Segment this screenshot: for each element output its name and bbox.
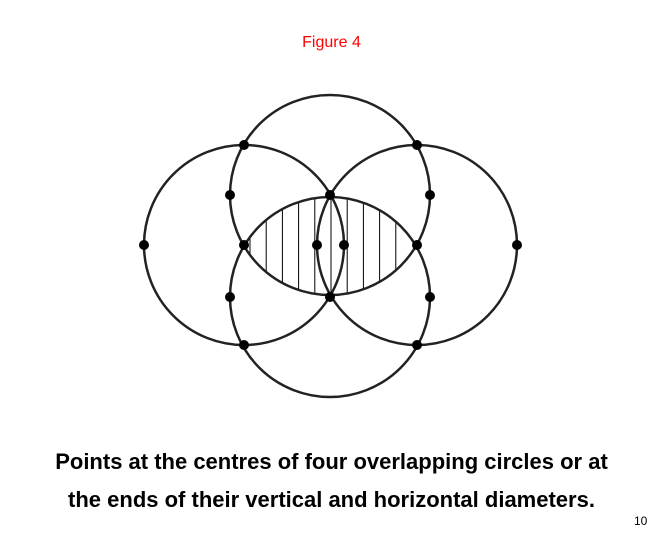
point-dot bbox=[139, 240, 149, 250]
circles-diagram bbox=[139, 93, 522, 399]
page-number: 10 bbox=[634, 514, 648, 528]
point-dot bbox=[412, 140, 422, 150]
caption-line-1: Points at the centres of four overlappin… bbox=[55, 449, 608, 474]
point-dot bbox=[325, 292, 335, 302]
point-dot bbox=[239, 340, 249, 350]
point-dot bbox=[325, 190, 335, 200]
point-dot bbox=[412, 340, 422, 350]
point-dot bbox=[239, 240, 249, 250]
point-dot bbox=[412, 240, 422, 250]
point-dot bbox=[425, 190, 435, 200]
point-dot bbox=[512, 240, 522, 250]
point-dot bbox=[339, 240, 349, 250]
point-dot bbox=[225, 292, 235, 302]
point-dot bbox=[239, 140, 249, 150]
point-dot bbox=[225, 190, 235, 200]
figure-title: Figure 4 bbox=[302, 34, 361, 51]
point-dot bbox=[312, 240, 322, 250]
caption-line-2: the ends of their vertical and horizonta… bbox=[68, 487, 595, 512]
point-dot bbox=[425, 292, 435, 302]
